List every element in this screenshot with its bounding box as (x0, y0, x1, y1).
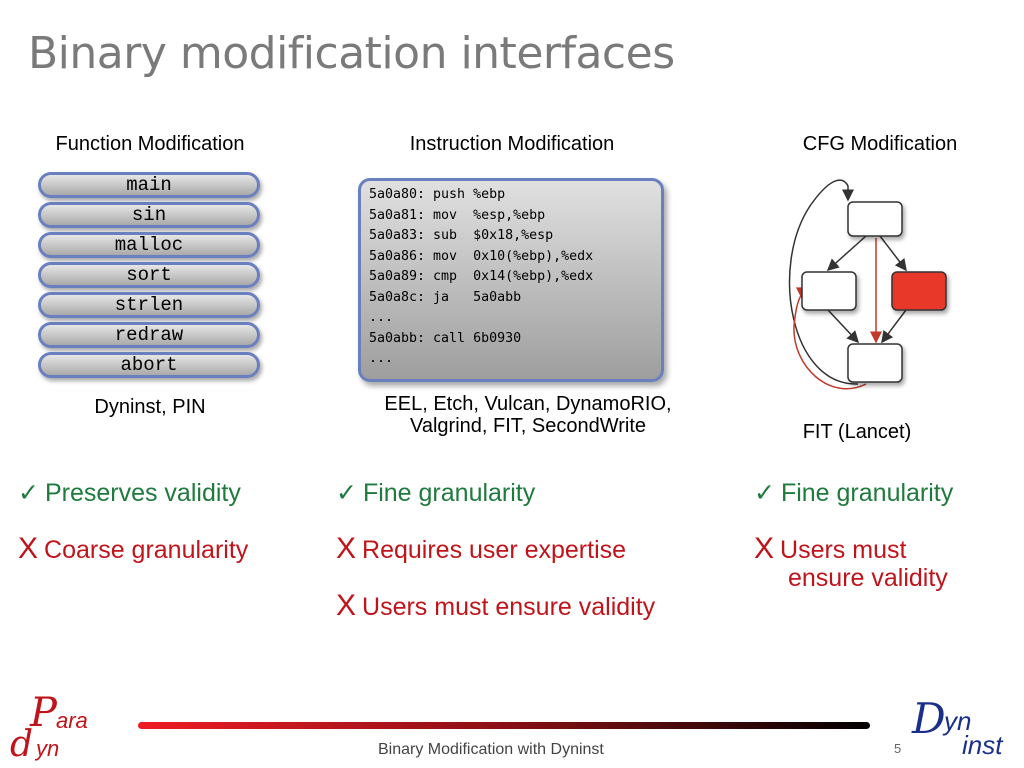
function-item: sin (38, 202, 260, 228)
cfg-edge (827, 309, 860, 344)
function-item: malloc (38, 232, 260, 258)
cfg-node (847, 343, 903, 383)
code-line: 5a0a83: sub $0x18,%esp (369, 228, 554, 243)
code-line: 5a0a8c: ja 5a0abb (369, 289, 522, 305)
cfg-diagram (788, 179, 947, 390)
code-line: ... (369, 351, 394, 366)
assembly-code-box: 5a0a80: push %ebp 5a0a81: mov %esp,%ebp … (358, 178, 664, 382)
logo-text: yn (944, 706, 972, 736)
cross-icon: X (754, 532, 775, 565)
function-pro: ✓Preserves validity (18, 479, 241, 507)
cfg-con-continued: ensure validity (788, 564, 948, 592)
logo-letter: D (912, 694, 946, 743)
footer-divider (138, 722, 870, 729)
instruction-pro: ✓Fine granularity (336, 479, 536, 507)
code-line: 5a0abb: call 6b0930 (369, 330, 522, 346)
cross-icon: X (18, 532, 39, 565)
code-line: 5a0a80: push %ebp (369, 187, 506, 202)
logo-text: yn (36, 736, 60, 761)
cfg-edge (788, 179, 859, 385)
function-item: strlen (38, 292, 260, 318)
cfg-pro: ✓Fine granularity (754, 479, 954, 507)
function-item: redraw (38, 322, 260, 348)
check-icon: ✓ (336, 479, 357, 507)
logo-letter: d (10, 724, 34, 765)
cross-icon: X (336, 589, 357, 622)
code-line: 5a0a86: mov 0x10(%ebp),%edx (369, 248, 594, 264)
logo-text: ara (56, 708, 88, 733)
page-title: Binary modification interfaces (28, 28, 675, 79)
cfg-edge (879, 235, 907, 272)
check-icon: ✓ (754, 479, 775, 507)
cfg-node-modified (891, 271, 947, 311)
code-line: 5a0a89: cmp 0x14(%ebp),%edx (369, 269, 594, 284)
check-icon: ✓ (18, 479, 39, 507)
instruction-tools-line1: EEL, Etch, Vulcan, DynamoRIO, (384, 393, 672, 415)
page-number: 5 (894, 741, 902, 756)
instruction-tools: EEL, Etch, Vulcan, DynamoRIO, Valgrind, … (342, 393, 714, 437)
code-line: 5a0a81: mov %esp,%ebp (369, 207, 546, 223)
logo-letter: P (30, 690, 57, 736)
function-item: main (38, 172, 260, 198)
cfg-edge (826, 235, 867, 272)
function-list: main sin malloc sort strlen redraw abort (38, 172, 260, 382)
cfg-node (847, 201, 903, 237)
code-line: ... (369, 310, 394, 325)
cfg-node (801, 271, 857, 311)
cfg-tools: FIT (Lancet) (802, 421, 912, 443)
function-item: abort (38, 352, 260, 378)
logo-text: inst (962, 730, 1003, 760)
cross-icon: X (336, 532, 357, 565)
cfg-edge (881, 309, 907, 344)
cfg-edge-added (793, 287, 867, 390)
function-modification-heading: Function Modification (55, 133, 245, 155)
instruction-tools-line2: Valgrind, FIT, SecondWrite (409, 415, 647, 437)
function-item: sort (38, 262, 260, 288)
function-tools: Dyninst, PIN (94, 396, 206, 418)
footer-title: Binary Modification with Dyninst (378, 741, 604, 758)
cfg-modification-heading: CFG Modification (802, 133, 958, 155)
instruction-modification-heading: Instruction Modification (409, 133, 615, 155)
